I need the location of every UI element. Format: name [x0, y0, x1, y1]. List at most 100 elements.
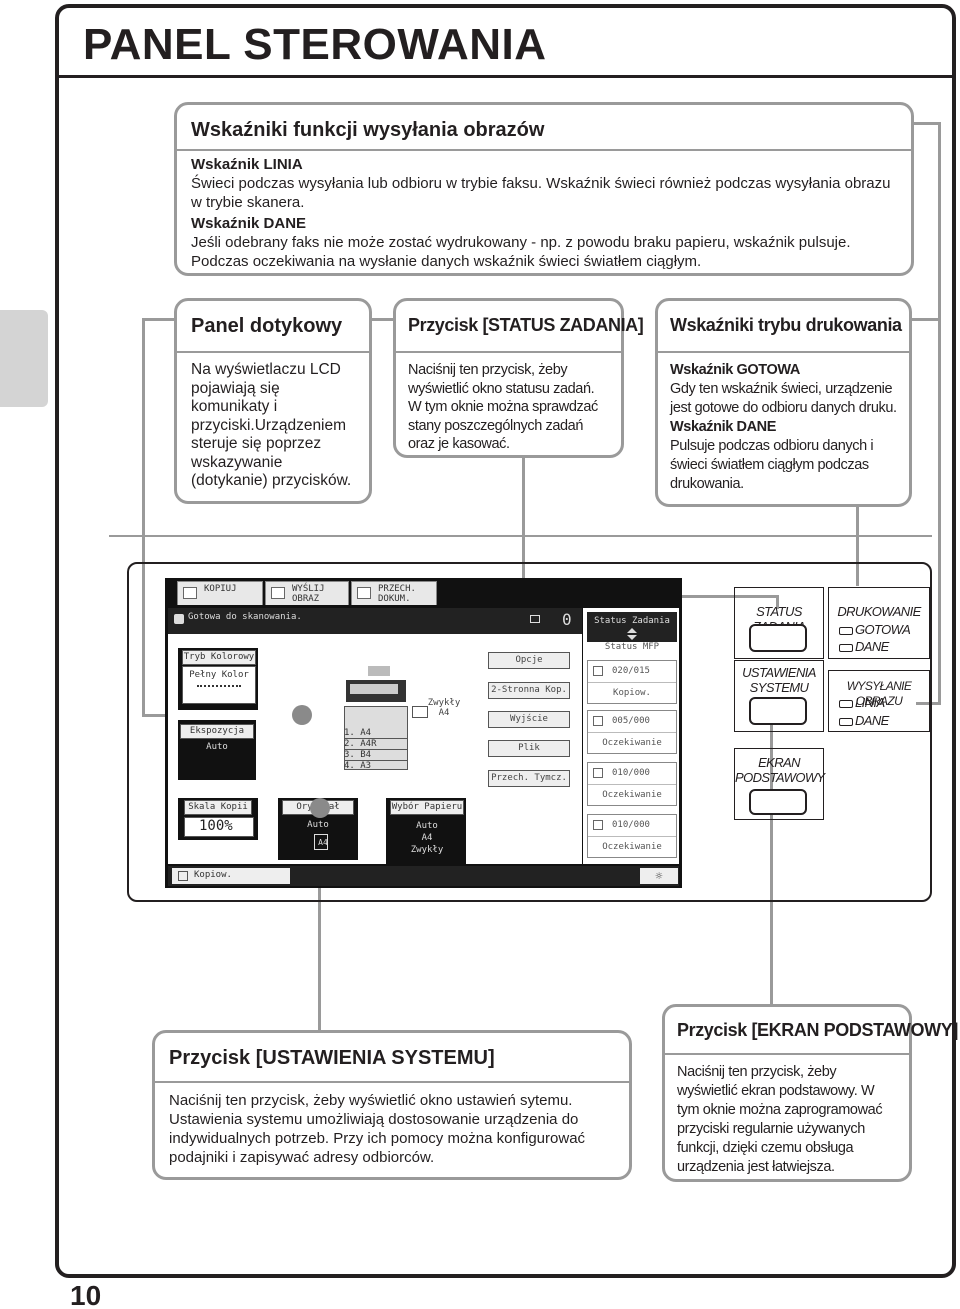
connector-line [913, 122, 941, 125]
copy-main-area: Tryb Kolorowy Pełny Kolor Ekspozycja Aut… [168, 634, 582, 864]
paper-select-button[interactable]: Wybór Papieru [390, 800, 464, 815]
output-button[interactable]: Wyjście [488, 711, 570, 728]
color-mode-value: Pełny Kolor [189, 670, 249, 680]
system-settings-key[interactable] [749, 697, 807, 725]
touch-screen: KOPIUJ WYŚLIJ OBRAZ PRZECH. DOKUM. Gotow… [165, 578, 682, 888]
job-status-callout: Przycisk [STATUS ZADANIA] Naciśnij ten p… [393, 298, 644, 458]
separator-line [109, 535, 932, 537]
page-number: 10 [70, 1280, 102, 1309]
duplex-copy-button[interactable]: 2-Stronna Kop. [488, 682, 570, 699]
brightness-icon[interactable]: ☼ [640, 868, 678, 884]
copy-ratio-value: 100% [184, 817, 254, 837]
original-page-icon [314, 834, 328, 850]
home-screen-key-area: EKRAN PODSTAWOWY [734, 748, 825, 820]
tab-image-send[interactable]: WYŚLIJ OBRAZ [265, 581, 349, 605]
tab-document-filing[interactable]: PRZECH. DOKUM. [351, 581, 437, 605]
send-data-led [839, 717, 853, 726]
copy-ratio-button[interactable]: Skala Kopii [184, 800, 252, 815]
print-indicators-callout: Wskaźniki trybu drukowania Wskaźnik GOTO… [655, 298, 912, 507]
job-entry[interactable]: 020/015 Kopiow. [587, 660, 677, 704]
copy-job-icon [593, 820, 603, 830]
status-bar: Gotowa do skanowania. 0 [168, 608, 582, 634]
tray-item[interactable]: 2. A4R [344, 739, 408, 750]
send-indicators-callout: Wskaźniki funkcji wysyłania obrazów Wska… [174, 102, 914, 276]
connector-line [856, 506, 859, 586]
system-settings-key-area: USTAWIENIA SYSTEMU [734, 660, 824, 732]
bottom-bar: Kopiow. ☼ [168, 866, 679, 886]
system-settings-callout: Przycisk [USTAWIENIA SYSTEMU] Naciśnij t… [152, 1030, 632, 1180]
paper-select-type: Zwykły [410, 845, 444, 855]
paper-select-value: Auto [416, 821, 438, 831]
arrow-down-icon [627, 635, 637, 640]
job-status-key[interactable] [749, 624, 807, 652]
quick-file-button[interactable]: Przech. Tymcz. [488, 770, 570, 787]
printing-indicators-area: DRUKOWANIE GOTOWA DANE [828, 587, 930, 659]
copy-job-icon [593, 666, 603, 676]
tray-item[interactable]: 3. B4 [344, 750, 408, 761]
connector-line [142, 318, 176, 321]
job-entry[interactable]: 010/000 Oczekiwanie [587, 762, 677, 806]
copy-icon [183, 587, 197, 599]
connector-line [366, 318, 396, 321]
ready-led [839, 626, 853, 635]
printing-label: DRUKOWANIE [837, 604, 921, 619]
tab-copy[interactable]: KOPIUJ [177, 581, 263, 605]
file-button[interactable]: Plik [488, 740, 570, 757]
original-value: Auto [307, 820, 329, 830]
print-data-indicator-title: Wskaźnik DANE [670, 419, 776, 435]
job-status-key-area: STATUS ZADANIA [734, 587, 824, 659]
touch-panel-marker [292, 705, 312, 725]
control-panel [127, 562, 932, 902]
tray-item[interactable]: 1. A4 [344, 728, 408, 739]
line-indicator: LINIA [839, 695, 885, 710]
touch-panel-heading: Panel dotykowy [191, 315, 343, 337]
color-mode-dots [197, 685, 241, 687]
system-settings-heading: Przycisk [USTAWIENIA SYSTEMU] [169, 1047, 495, 1069]
send-indicators-heading: Wskaźniki funkcji wysyłania obrazów [191, 119, 545, 141]
ready-indicator: GOTOWA [839, 622, 911, 637]
color-mode-button[interactable]: Tryb Kolorowy [182, 650, 256, 665]
image-send-label: WYSYŁANIE OBRAZU [846, 679, 912, 708]
line-indicator-text: Świeci podczas wysyłania lub odbioru w t… [191, 175, 891, 211]
print-data-indicator-text: Pulsuje podczas odbioru danych i świeci … [670, 438, 874, 492]
home-screen-text: Naciśnij ten przycisk, żeby wyświetlić e… [677, 1064, 883, 1175]
plain-paper-size: A4 [438, 708, 450, 718]
plain-paper-label: Zwykły [427, 698, 461, 708]
connector-line [916, 702, 941, 705]
connector-line [522, 455, 525, 595]
tray-list: 1. A4 2. A4R 3. B4 4. A3 [344, 728, 408, 771]
send-icon [271, 587, 285, 599]
job-status-label: Status Zadania [594, 616, 670, 626]
title-bar: PANEL STEROWANIA [59, 8, 952, 78]
job-entry[interactable]: 010/000 Oczekiwanie [587, 814, 677, 858]
copying-indicator[interactable]: Kopiow. [172, 868, 290, 884]
copy-job-icon [593, 716, 603, 726]
mfp-status-label[interactable]: Status MFP [587, 642, 677, 652]
connector-line [910, 318, 940, 321]
exposure-value: Auto [206, 742, 228, 752]
data-indicator-title: Wskaźnik DANE [191, 215, 307, 232]
touch-panel-callout: Panel dotykowy Na wyświetlaczu LCD pojaw… [174, 298, 372, 504]
connector-line [938, 122, 941, 704]
page-title: PANEL STEROWANIA [83, 20, 547, 69]
data-indicator: DANE [839, 639, 889, 654]
filing-icon [357, 587, 371, 599]
chapter-tab [0, 310, 48, 407]
exposure-button[interactable]: Ekspozycja [180, 724, 254, 739]
home-screen-key-label: EKRAN PODSTAWOWY [735, 755, 825, 785]
system-settings-key-label: USTAWIENIA SYSTEMU [742, 665, 816, 695]
connector-line [776, 595, 779, 609]
job-queue-icon [530, 615, 540, 623]
output-tray-icon [412, 706, 428, 718]
tray-item[interactable]: 4. A3 [344, 761, 372, 771]
options-button[interactable]: Opcje [488, 652, 570, 669]
status-message: Gotowa do skanowania. [188, 612, 302, 622]
image-send-indicators-area: WYSYŁANIE OBRAZU LINIA DANE [828, 670, 930, 732]
home-screen-key[interactable] [749, 789, 807, 815]
connector-line [770, 714, 773, 1024]
line-led [839, 699, 853, 708]
home-screen-callout: Przycisk [EKRAN PODSTAWOWY] Naciśnij ten… [662, 1004, 958, 1182]
paper-select-size: A4 [421, 833, 433, 843]
job-entry[interactable]: 005/000 Oczekiwanie [587, 710, 677, 754]
page-frame [55, 4, 956, 1278]
